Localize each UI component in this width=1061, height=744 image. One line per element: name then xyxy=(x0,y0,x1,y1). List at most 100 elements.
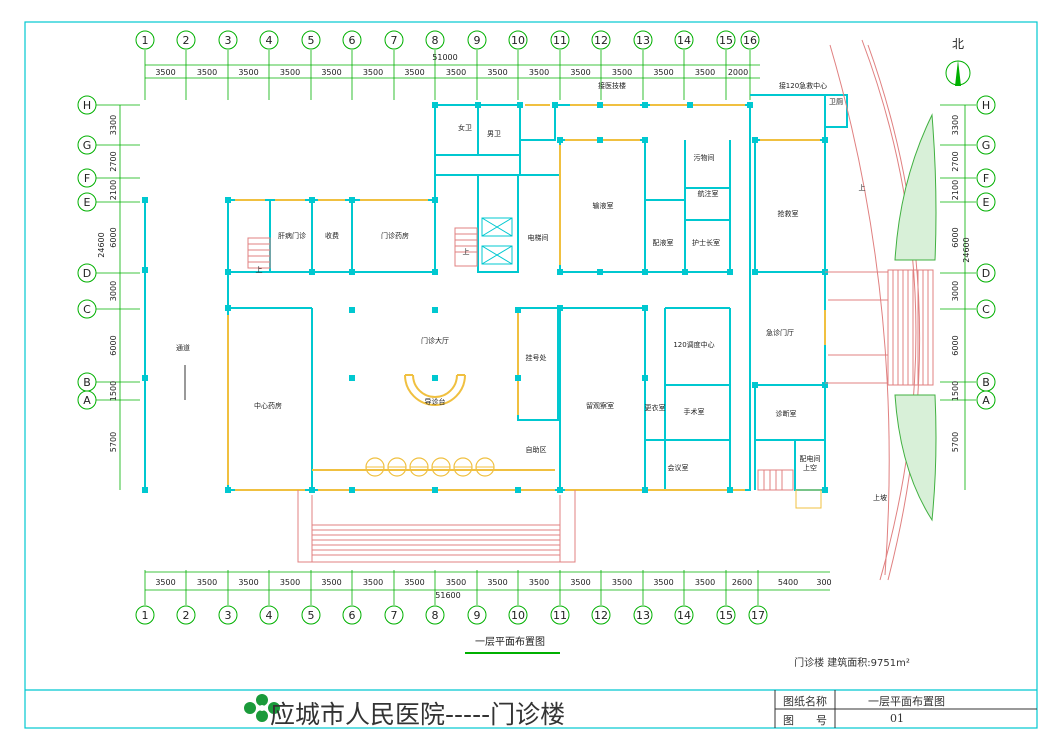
left-spacing: 6000 xyxy=(109,227,118,247)
column xyxy=(225,197,231,203)
label-elevator-room: 电梯间 xyxy=(528,233,549,242)
top-axis-label: 6 xyxy=(349,34,356,47)
top-axis-bubble xyxy=(176,30,196,50)
bottom-axis-label: 17 xyxy=(751,609,765,622)
waiting-desk xyxy=(404,374,466,406)
left-axis-bubble xyxy=(77,168,97,188)
column xyxy=(642,305,648,311)
top-axis-bubble xyxy=(301,30,321,50)
left-axis-label: E xyxy=(84,196,91,209)
area-note: 门诊楼 建筑面积:9751m² xyxy=(794,656,910,669)
top-axis-label: 7 xyxy=(391,34,398,47)
project-title: 应城市人民医院-----门诊楼 xyxy=(270,700,566,729)
bottom-axis-label: 8 xyxy=(432,609,439,622)
bottom-axis-label: 11 xyxy=(553,609,567,622)
column xyxy=(517,102,523,108)
bottom-axis-label: 15 xyxy=(719,609,733,622)
left-axis-bubble xyxy=(77,299,97,319)
bottom-axis-label: 12 xyxy=(594,609,608,622)
right-axis-label: E xyxy=(983,196,990,209)
bottom-axis-label: 14 xyxy=(677,609,691,622)
label-womens-wc: 女卫 xyxy=(458,123,472,132)
right-spacing: 2700 xyxy=(951,151,960,171)
right-axis-label: D xyxy=(982,267,990,280)
bottom-spacing: 3500 xyxy=(446,578,466,587)
top-spacing: 3500 xyxy=(363,68,383,77)
label-connect-building: 接医技楼 xyxy=(598,81,626,90)
bottom-spacing: 3500 xyxy=(529,578,549,587)
top-spacing: 3500 xyxy=(280,68,300,77)
column xyxy=(597,269,603,275)
plan-title: 一层平面布置图 xyxy=(475,636,545,648)
right-spacing: 3000 xyxy=(951,281,960,301)
windows xyxy=(227,104,826,491)
structural-columns xyxy=(142,102,828,493)
column xyxy=(822,487,828,493)
label-self-service: 自助区 xyxy=(526,445,547,454)
entrance-steps xyxy=(297,490,576,563)
top-axis-label: 4 xyxy=(266,34,273,47)
top-axis-bubble xyxy=(716,30,736,50)
bottom-axis-label: 6 xyxy=(349,609,356,622)
label-registration: 挂号处 xyxy=(526,353,547,362)
right-axis-bubble xyxy=(976,168,996,188)
column xyxy=(557,137,563,143)
column xyxy=(752,269,758,275)
column xyxy=(557,487,563,493)
right-spacing: 1800 xyxy=(948,0,968,2)
top-spacing: 2000 xyxy=(728,68,748,77)
left-axis-label: G xyxy=(83,139,92,152)
label-dispatch-120: 120调度中心 xyxy=(673,340,714,349)
emergency-ramp xyxy=(825,39,934,581)
north-arrow xyxy=(945,60,971,86)
left-spacing: 5700 xyxy=(109,432,118,452)
label-ramp-up: 上 xyxy=(859,183,866,192)
label-stair-up-1: 上 xyxy=(256,265,263,274)
label-meeting-room: 会议室 xyxy=(668,463,689,472)
drawing-name-label: 图纸名称 xyxy=(783,695,827,708)
bottom-axis-bubble xyxy=(467,605,487,625)
bottom-axis-label: 3 xyxy=(225,609,232,622)
bottom-spacing: 5400 xyxy=(778,578,798,587)
label-central-pharmacy: 中心药房 xyxy=(254,401,282,410)
left-spacing: 1800 xyxy=(106,0,126,2)
top-axis-label: 14 xyxy=(677,34,691,47)
label-connect-120: 接120急救中心 xyxy=(779,81,827,90)
column xyxy=(642,137,648,143)
top-axis-bubble xyxy=(259,30,279,50)
column xyxy=(432,102,438,108)
top-spacing: 3500 xyxy=(487,68,507,77)
bottom-axis-bubble xyxy=(508,605,528,625)
drawing-frame xyxy=(24,21,1038,729)
label-observation-room: 留观察室 xyxy=(586,401,614,410)
label-ventilation-room: 航注室 xyxy=(698,189,719,198)
bottom-axis-bubble xyxy=(716,605,736,625)
right-axis-bubble xyxy=(976,263,996,283)
top-axis-bubble xyxy=(740,30,760,50)
label-corridor: 通道 xyxy=(176,343,190,352)
bottom-axis-label: 5 xyxy=(308,609,315,622)
bottom-spacing: 300 xyxy=(816,578,831,587)
right-axis-bubble xyxy=(976,299,996,319)
bottom-axis-bubble xyxy=(342,605,362,625)
top-spacing: 3500 xyxy=(653,68,673,77)
column xyxy=(349,487,355,493)
column xyxy=(349,269,355,275)
internal-stairs xyxy=(247,227,822,509)
top-axis-label: 1 xyxy=(142,34,149,47)
column xyxy=(432,487,438,493)
label-dispensing-room: 配液室 xyxy=(653,238,674,247)
label-rescue-room: 抢救室 xyxy=(778,209,799,218)
top-spacing: 3500 xyxy=(321,68,341,77)
elevators xyxy=(481,217,513,265)
column xyxy=(142,375,148,381)
bottom-total: 51600 xyxy=(435,591,460,600)
top-axis-bubble xyxy=(467,30,487,50)
walls xyxy=(144,94,848,491)
left-axis-bubble xyxy=(77,263,97,283)
revolving-doors xyxy=(365,457,495,477)
bottom-axis-bubble xyxy=(135,605,155,625)
left-axis-bubble xyxy=(77,95,97,115)
